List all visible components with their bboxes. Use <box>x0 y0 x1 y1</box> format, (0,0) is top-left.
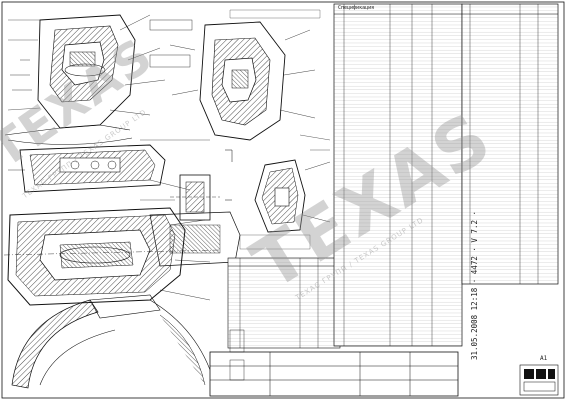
section-view-right-middle <box>149 211 241 267</box>
section-view-top-middle <box>149 9 321 141</box>
leader-lines <box>7 19 331 201</box>
section-view-middle-left <box>8 144 191 193</box>
sheet-format-label: A1 <box>540 355 548 362</box>
gear-arc-view <box>11 294 216 389</box>
detail-view-center <box>170 149 233 221</box>
side-stamp: 31.05.2008 12:18 · 4472 · V 7.2 · <box>470 210 479 360</box>
section-view-top-left <box>4 14 166 145</box>
title-block <box>209 329 459 397</box>
company-logo-block <box>519 364 559 396</box>
parts-list-label: Спецификация <box>338 5 375 11</box>
parts-list-table <box>333 3 559 347</box>
section-view-center <box>239 159 331 250</box>
section-view-lower-left <box>3 207 221 306</box>
parts-table-small <box>227 257 341 349</box>
